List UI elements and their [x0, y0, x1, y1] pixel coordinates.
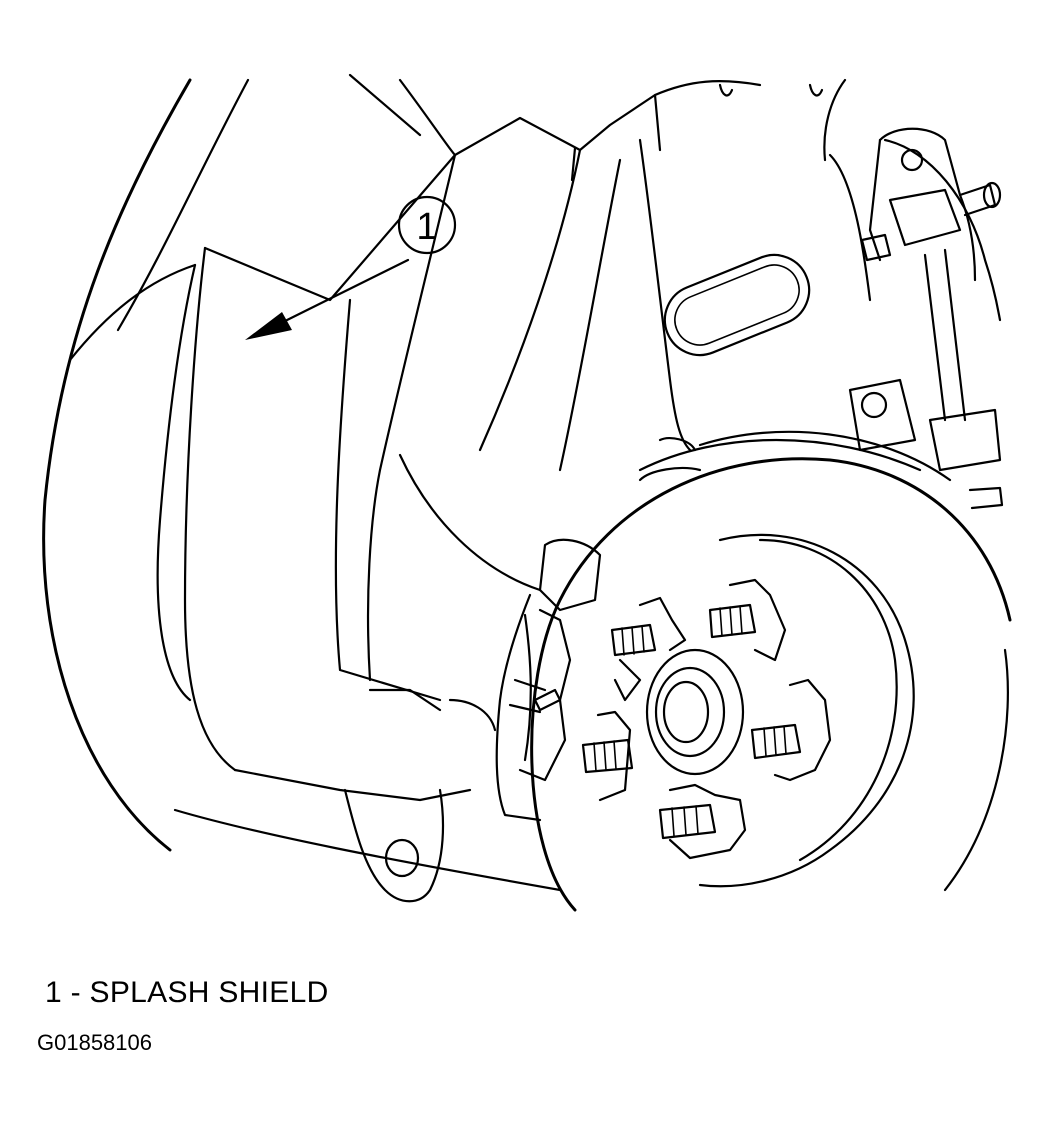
- splash-shield-illustration: 1: [42, 73, 1012, 912]
- splash-shield: [173, 93, 662, 892]
- wheel-stud-3: [750, 678, 832, 782]
- body-panel: [348, 73, 1002, 472]
- callout-arrow-line: [273, 258, 410, 328]
- lower-bracket: [343, 788, 445, 903]
- fender-outline: [42, 78, 250, 852]
- wheel-stud-5: [658, 783, 747, 860]
- callout-number: 1: [416, 206, 437, 248]
- wheel-stud-4: [581, 710, 634, 802]
- wheel-stud-1: [610, 596, 687, 702]
- hub: [645, 648, 745, 776]
- figure-id: G01858106: [37, 1030, 152, 1055]
- brake-rotor: [530, 430, 1012, 912]
- callout-arrowhead: [245, 312, 292, 340]
- wheel-stud-2: [708, 578, 787, 662]
- legend-item-splash-shield: 1 - SPLASH SHIELD: [45, 976, 329, 1009]
- callout-1: 1: [245, 195, 457, 340]
- brake-caliper: [495, 436, 702, 822]
- stabilizer-link: [848, 127, 1004, 510]
